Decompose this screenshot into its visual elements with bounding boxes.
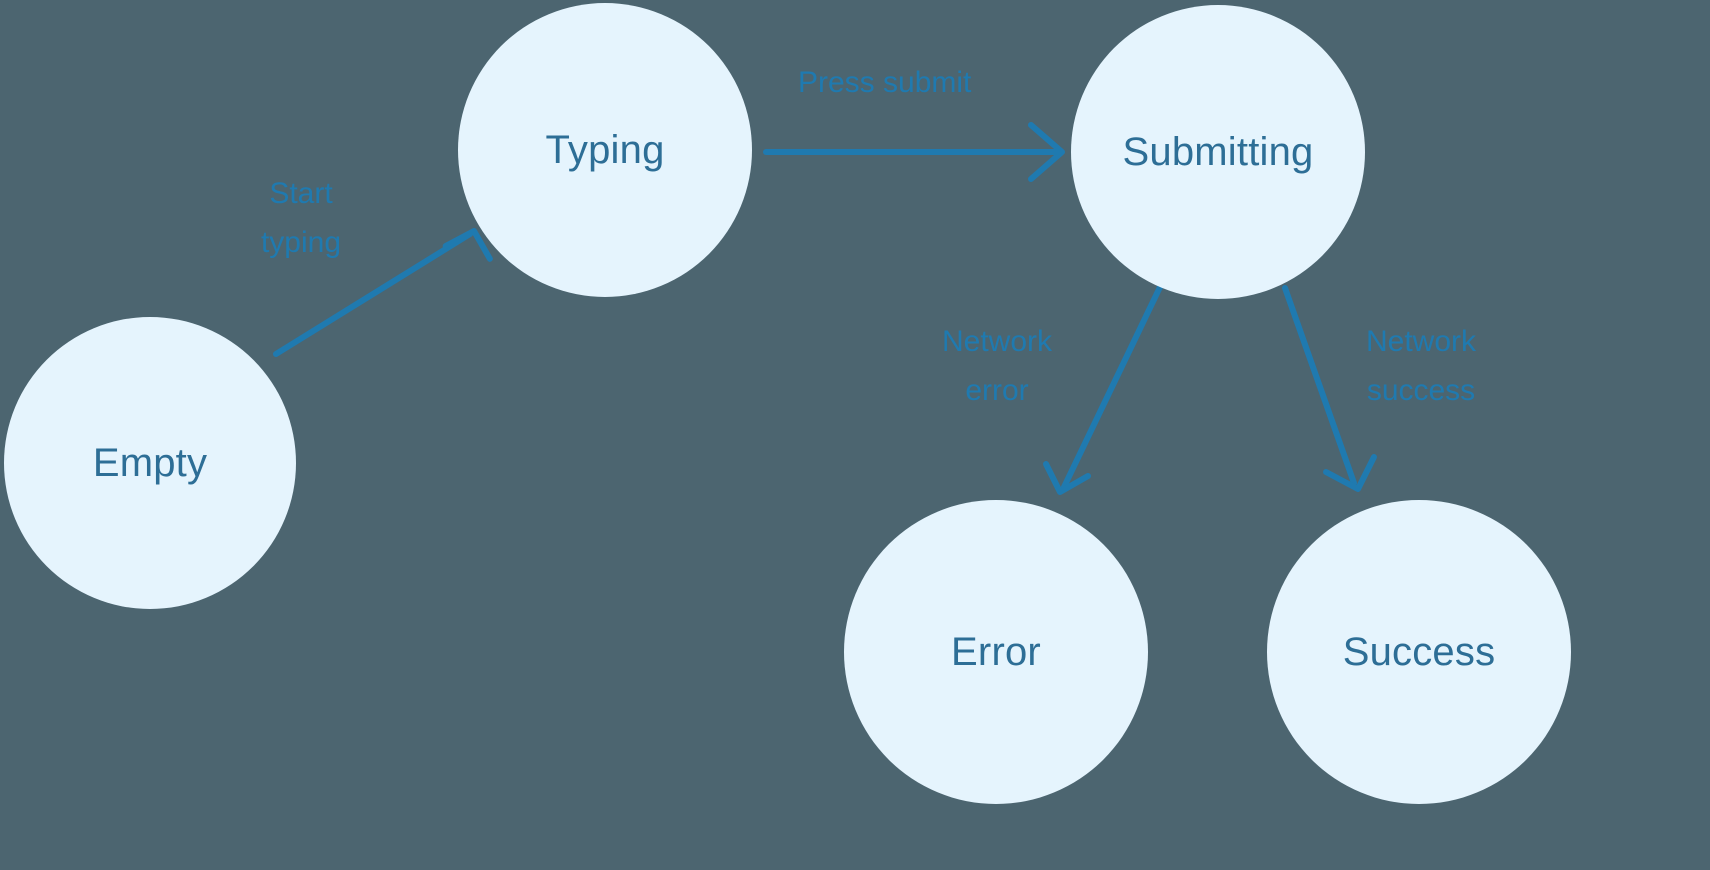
node-success-label: Success: [1342, 630, 1496, 674]
edge-empty-to-typing-line: [273, 231, 473, 357]
edge-empty-to-typing-arrowhead: [442, 228, 493, 262]
node-error-label: Error: [951, 630, 1041, 674]
edge-label-network-success: Network success: [1365, 325, 1477, 407]
node-success[interactable]: Success: [1267, 500, 1571, 804]
node-empty-label: Empty: [92, 441, 208, 485]
edge-label-network-error: Network error: [941, 325, 1053, 407]
node-empty[interactable]: Empty: [4, 317, 296, 609]
node-error[interactable]: Error: [844, 500, 1148, 804]
edge-typing-to-submitting: [763, 122, 1065, 182]
edge-label-start-typing: Start typing: [260, 177, 342, 259]
node-submitting[interactable]: Submitting: [1071, 5, 1365, 299]
edge-submitting-to-success-arrowhead: [1323, 454, 1377, 492]
edge-submitting-to-error-arrowhead: [1043, 461, 1091, 495]
edge-empty-to-typing: [273, 228, 493, 357]
edge-submitting-to-error-line: [1061, 282, 1164, 490]
edge-typing-to-submitting-arrowhead: [1028, 122, 1065, 182]
node-typing[interactable]: Typing: [458, 3, 752, 297]
edge-submitting-to-success: [1282, 285, 1377, 492]
edge-label-press-submit: Press submit: [798, 66, 972, 99]
edge-submitting-to-success-line: [1282, 285, 1357, 486]
edge-submitting-to-error: [1043, 282, 1164, 495]
node-submitting-label: Submitting: [1122, 130, 1314, 174]
node-typing-label: Typing: [545, 128, 665, 172]
